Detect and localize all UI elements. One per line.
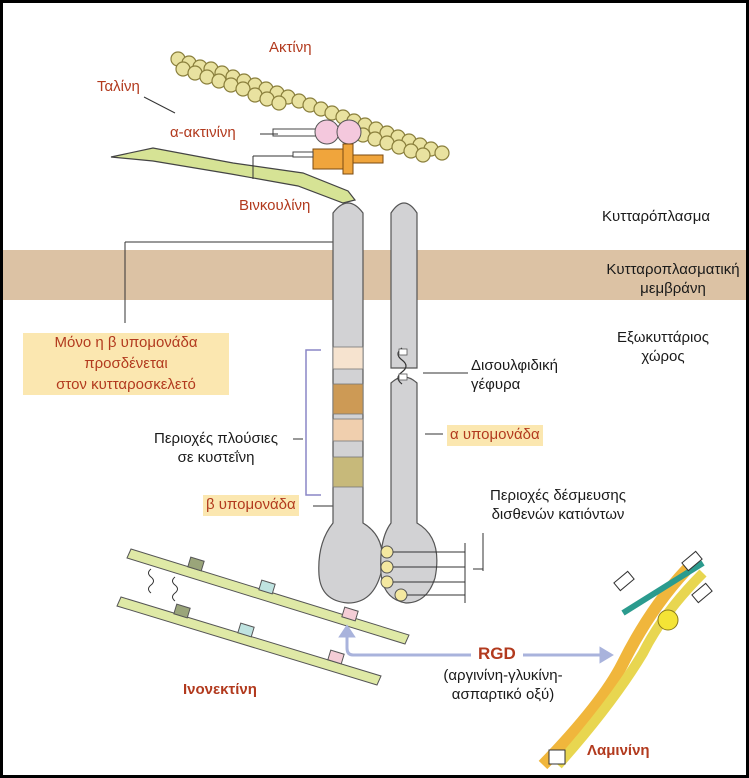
membrane-line-1: Κυτταροπλασματική xyxy=(593,261,749,280)
label-beta-subunit: β υπομονάδα xyxy=(203,495,299,516)
laminin-shape xyxy=(543,551,712,765)
label-cation-sites: Περιοχές δέσμευσης δισθενών κατιόντων xyxy=(473,487,643,525)
label-cytoplasm: Κυτταρόπλασμα xyxy=(602,208,710,227)
label-aktini: Ακτίνη xyxy=(269,39,312,58)
label-fibronectin: Ινονεκτίνη xyxy=(183,681,257,700)
label-disulfide: Δισουλφιδική γέφυρα xyxy=(471,357,558,395)
beta-only-line-1: Μόνο η β υπομονάδα xyxy=(23,333,229,354)
label-a-aktinini: α-ακτινίνη xyxy=(170,124,236,143)
a-actinin-shape xyxy=(273,120,361,144)
extracellular-line-2: χώρος xyxy=(603,348,723,367)
label-cysteine-rich: Περιοχές πλούσιες σε κυστεΐνη xyxy=(141,430,291,468)
label-membrane: Κυτταροπλασματική μεμβράνη xyxy=(593,261,749,299)
membrane-line-2: μεμβράνη xyxy=(593,280,749,299)
beta-only-line-2: προσδένεται xyxy=(23,354,229,375)
disulfide-line-1: Δισουλφιδική xyxy=(471,357,558,376)
label-rgd-expansion: (αργινίνη-γλυκίνη- ασπαρτικό οξύ) xyxy=(423,667,583,705)
label-beta-only: Μόνο η β υπομονάδα προσδένεται στον κυττ… xyxy=(23,333,229,395)
label-rgd: RGD xyxy=(478,643,516,664)
rgd-line-1: (αργινίνη-γλυκίνη- xyxy=(423,667,583,686)
cysteine-bracket xyxy=(306,350,321,495)
beta-only-line-3: στον κυτταροσκελετό xyxy=(23,375,229,396)
label-alpha-subunit: α υπομονάδα xyxy=(447,425,543,446)
label-laminin: Λαμινίνη xyxy=(587,742,650,761)
cation-line-1: Περιοχές δέσμευσης xyxy=(473,487,643,506)
extracellular-line-1: Εξωκυττάριος xyxy=(603,329,723,348)
actin-filament xyxy=(171,52,449,162)
vinculin-shape xyxy=(293,144,383,174)
label-extracellular: Εξωκυττάριος χώρος xyxy=(603,329,723,367)
label-vinkoulini: Βινκουλίνη xyxy=(239,197,310,216)
cysteine-line-1: Περιοχές πλούσιες xyxy=(141,430,291,449)
cysteine-line-2: σε κυστεΐνη xyxy=(141,449,291,468)
rgd-line-2: ασπαρτικό οξύ) xyxy=(423,686,583,705)
label-talini: Ταλίνη xyxy=(97,78,140,97)
disulfide-line-2: γέφυρα xyxy=(471,376,558,395)
cation-line-2: δισθενών κατιόντων xyxy=(473,506,643,525)
